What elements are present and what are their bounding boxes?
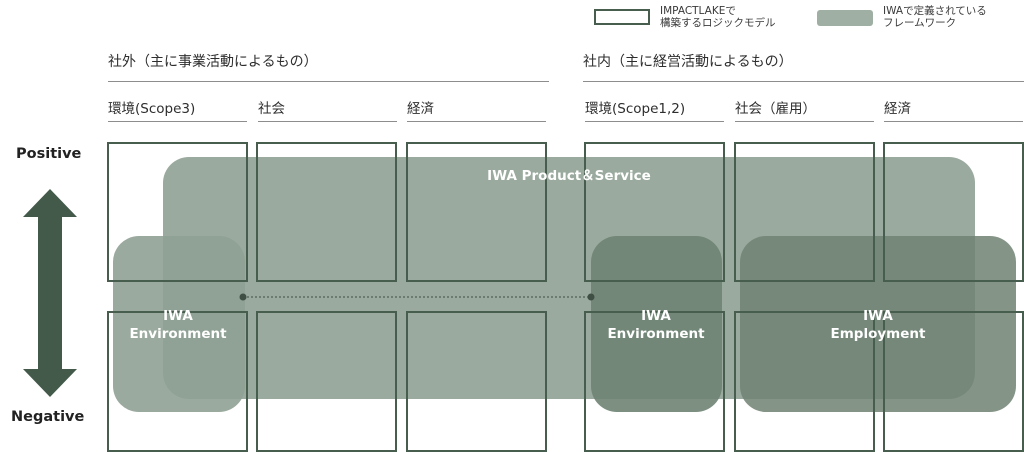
axis-positive-label: Positive bbox=[16, 146, 82, 162]
cell-internal-society-negative bbox=[734, 311, 875, 452]
legend-fill-line2: フレームワーク bbox=[883, 17, 957, 29]
double-arrow-icon bbox=[23, 189, 77, 397]
column-rule bbox=[884, 121, 1023, 122]
column-rule bbox=[108, 121, 247, 122]
column-rule bbox=[735, 121, 874, 122]
cell-internal-economy-positive bbox=[883, 142, 1024, 282]
cell-external-society-negative bbox=[256, 311, 397, 452]
column-rule bbox=[258, 121, 397, 122]
legend-outline-line2: 構築するロジックモデル bbox=[660, 17, 776, 29]
column-label-internal-environment: 環境(Scope1,2) bbox=[585, 101, 686, 117]
column-rule bbox=[585, 121, 724, 122]
external-group-title: 社外（主に事業活動によるもの） bbox=[108, 54, 318, 70]
internal-group-rule bbox=[583, 81, 1024, 82]
cell-internal-economy-negative bbox=[883, 311, 1024, 452]
cell-external-economy-negative bbox=[406, 311, 547, 452]
overlay-title-line: IWA bbox=[163, 308, 193, 324]
environment-connector bbox=[239, 293, 595, 301]
overlay-employment-title: IWA Employment bbox=[800, 307, 956, 343]
legend-outline-swatch bbox=[594, 9, 650, 25]
overlay-title-line: IWA bbox=[641, 308, 671, 324]
column-label-external-economy: 経済 bbox=[407, 101, 434, 117]
legend-outline-label: IMPACTLAKEで 構築するロジックモデル bbox=[660, 5, 776, 29]
cell-internal-society-positive bbox=[734, 142, 875, 282]
overlay-environment-external bbox=[113, 236, 245, 412]
legend-fill-line1: IWAで定義されている bbox=[883, 5, 987, 17]
legend-fill-label: IWAで定義されている フレームワーク bbox=[883, 5, 987, 29]
cell-external-environment-positive bbox=[107, 142, 248, 282]
column-rule bbox=[407, 121, 546, 122]
external-group-rule bbox=[108, 81, 549, 82]
overlay-title-line: Employment bbox=[830, 326, 926, 342]
overlay-title-line: Environment bbox=[607, 326, 705, 342]
cell-external-economy-positive bbox=[406, 142, 547, 282]
overlay-employment bbox=[740, 236, 1016, 412]
overlay-title-line: Environment bbox=[129, 326, 227, 342]
cell-external-environment-negative bbox=[107, 311, 248, 452]
overlay-environment-internal bbox=[591, 236, 722, 412]
cell-internal-environment-negative bbox=[584, 311, 725, 452]
overlay-environment-external-title: IWA Environment bbox=[103, 307, 253, 343]
column-label-internal-economy: 経済 bbox=[884, 101, 911, 117]
column-label-external-society: 社会 bbox=[258, 101, 285, 117]
overlay-environment-internal-title: IWA Environment bbox=[581, 307, 731, 343]
cell-external-society-positive bbox=[256, 142, 397, 282]
internal-group-title: 社内（主に経営活動によるもの） bbox=[583, 54, 793, 70]
column-label-internal-society: 社会（雇用） bbox=[735, 101, 816, 117]
legend-outline-line1: IMPACTLAKEで bbox=[660, 5, 736, 17]
legend-fill-swatch bbox=[817, 10, 873, 26]
cell-internal-environment-positive bbox=[584, 142, 725, 282]
column-label-external-environment: 環境(Scope3) bbox=[108, 101, 196, 117]
overlay-product-service-title: IWA Product＆Service bbox=[487, 168, 651, 184]
axis-negative-label: Negative bbox=[11, 409, 85, 425]
overlay-title-line: IWA bbox=[863, 308, 893, 324]
